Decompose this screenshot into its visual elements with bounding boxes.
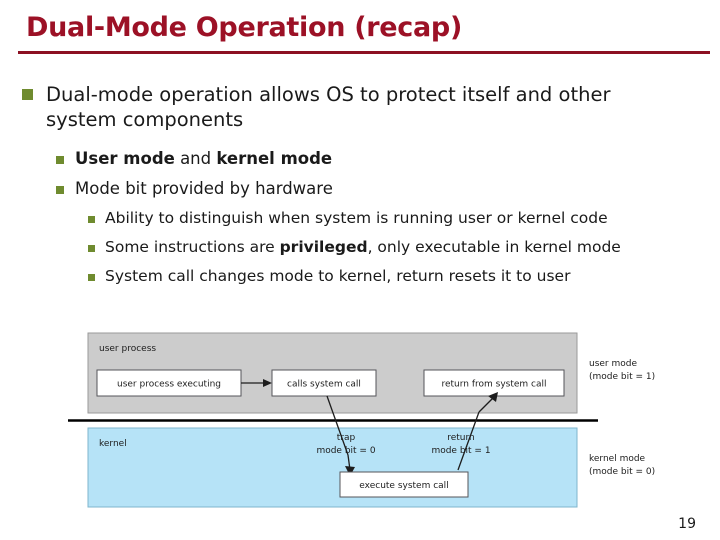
box-return-from-system-call-label: return from system call [441,380,546,390]
bullet-level3-text: Some instructions are privileged, only e… [105,237,621,258]
plain-text: and [174,149,217,168]
bullet-square-icon [88,245,95,252]
kernel-mode-band [87,427,578,508]
arrowhead-return [488,392,498,402]
plain-text: System call changes mode to kernel, retu… [105,267,571,285]
plain-text: Ability to distinguish when system is ru… [105,209,608,227]
bullet-square-icon [88,216,95,223]
box-calls-system-call-label: calls system call [287,380,361,390]
kernel-band-label: kernel [99,439,127,449]
trap-transition-line [326,395,349,456]
plain-text: , only executable in kernel mode [367,238,621,256]
bullet-square-icon [88,274,95,281]
emphasis-text: User mode [75,149,175,168]
side-label-user-mode-bit: (mode bit = 1) [589,372,655,382]
box-execute-system-call-label: execute system call [359,481,448,491]
bullet-level3-item: System call changes mode to kernel, retu… [88,266,570,287]
side-label-kernel-mode-bit: (mode bit = 0) [589,467,655,477]
bullet-square-icon [22,89,33,100]
trap-label: trap [337,433,356,443]
bullet-level2-item: Mode bit provided by hardware [56,178,333,199]
bullet-level1: Dual-mode operation allows OS to protect… [22,82,686,132]
return-label: return [447,433,475,443]
return-arrow-stem [478,396,495,413]
side-label-kernel-mode: kernel mode [589,454,646,464]
bullet-level3-item: Ability to distinguish when system is ru… [88,208,608,229]
box-calls-system-call [271,369,377,397]
page-title: Dual-Mode Operation (recap) [26,12,462,43]
title-underline-rule [18,51,710,54]
arrowhead-executing-to-calls [263,379,272,387]
bullet-level1-text: Dual-mode operation allows OS to protect… [46,83,611,131]
box-return-from-system-call [423,369,565,397]
side-label-user-mode: user mode [589,359,637,369]
bullet-level2-text: Mode bit provided by hardware [75,178,333,199]
page-number: 19 [678,516,696,532]
bullet-level2-item: User mode and kernel mode [56,148,332,169]
plain-text: Some instructions are [105,238,280,256]
bullet-level3-item: Some instructions are privileged, only e… [88,237,621,258]
bullet-square-icon [56,156,64,164]
return-transition-line [457,411,480,471]
return-mode-bit-label: mode bit = 1 [431,446,490,456]
bullet-level3-text: System call changes mode to kernel, retu… [105,266,570,287]
bullet-level2-text: User mode and kernel mode [75,148,332,169]
plain-text: Mode bit provided by hardware [75,179,333,198]
user-process-band-label: user process [99,344,156,354]
emphasis-text: privileged [279,238,368,256]
trap-mode-bit-label: mode bit = 0 [316,446,375,456]
box-execute-system-call [339,471,469,498]
box-user-process-executing-label: user process executing [117,380,221,390]
arrowhead-trap [345,466,355,476]
bullet-square-icon [56,186,64,194]
emphasis-text: kernel mode [216,149,333,168]
trap-arrow-stem [347,454,351,471]
bullet-level3-text: Ability to distinguish when system is ru… [105,208,608,229]
box-user-process-executing [96,369,242,397]
user-mode-band [87,332,578,414]
